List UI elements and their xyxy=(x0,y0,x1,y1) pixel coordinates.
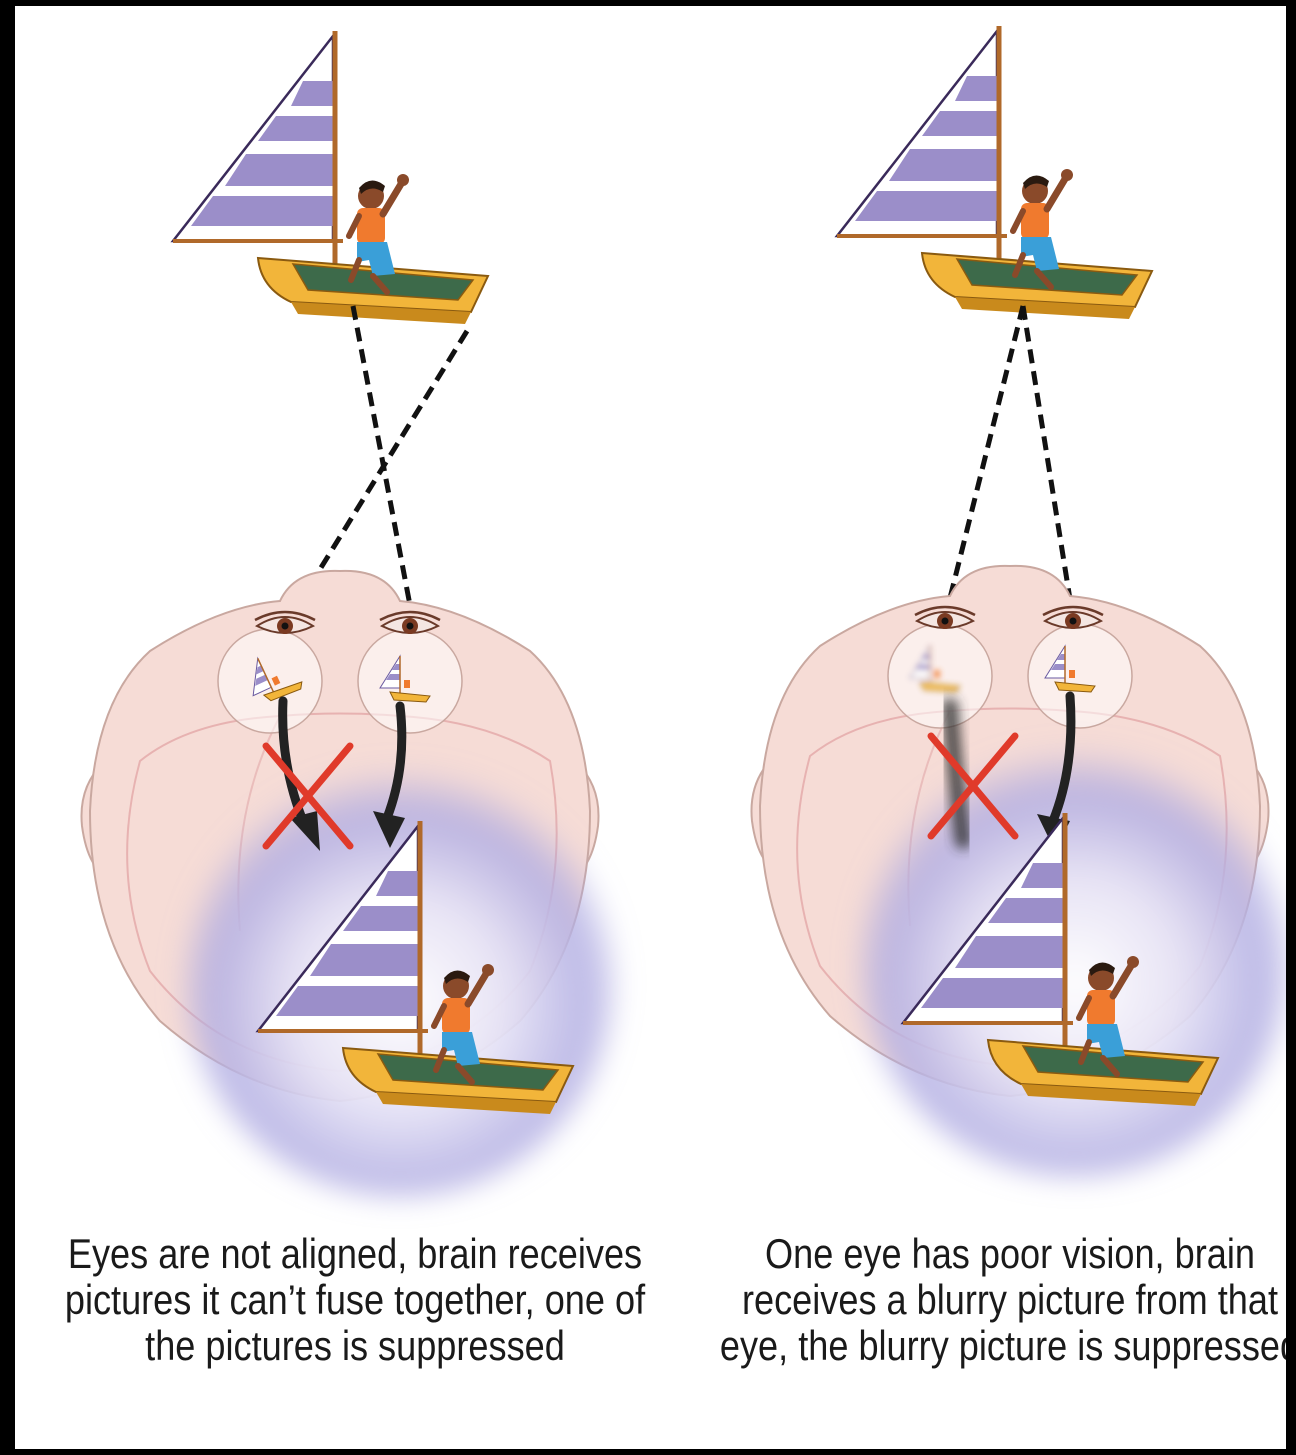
caption-misaligned-eyes: Eyes are not aligned, brain receives pic… xyxy=(54,1231,656,1369)
sailboat-icon xyxy=(173,31,488,324)
diagram-canvas: Eyes are not aligned, brain receives pic… xyxy=(15,6,1286,1449)
brain-image-icon xyxy=(860,746,1286,1176)
caption-poor-vision-eye: One eye has poor vision, brain receives … xyxy=(709,1231,1286,1369)
panel-poor-vision-eye xyxy=(751,26,1286,1176)
sailboat-icon xyxy=(837,26,1152,319)
panel-misaligned-eyes xyxy=(81,31,615,1196)
